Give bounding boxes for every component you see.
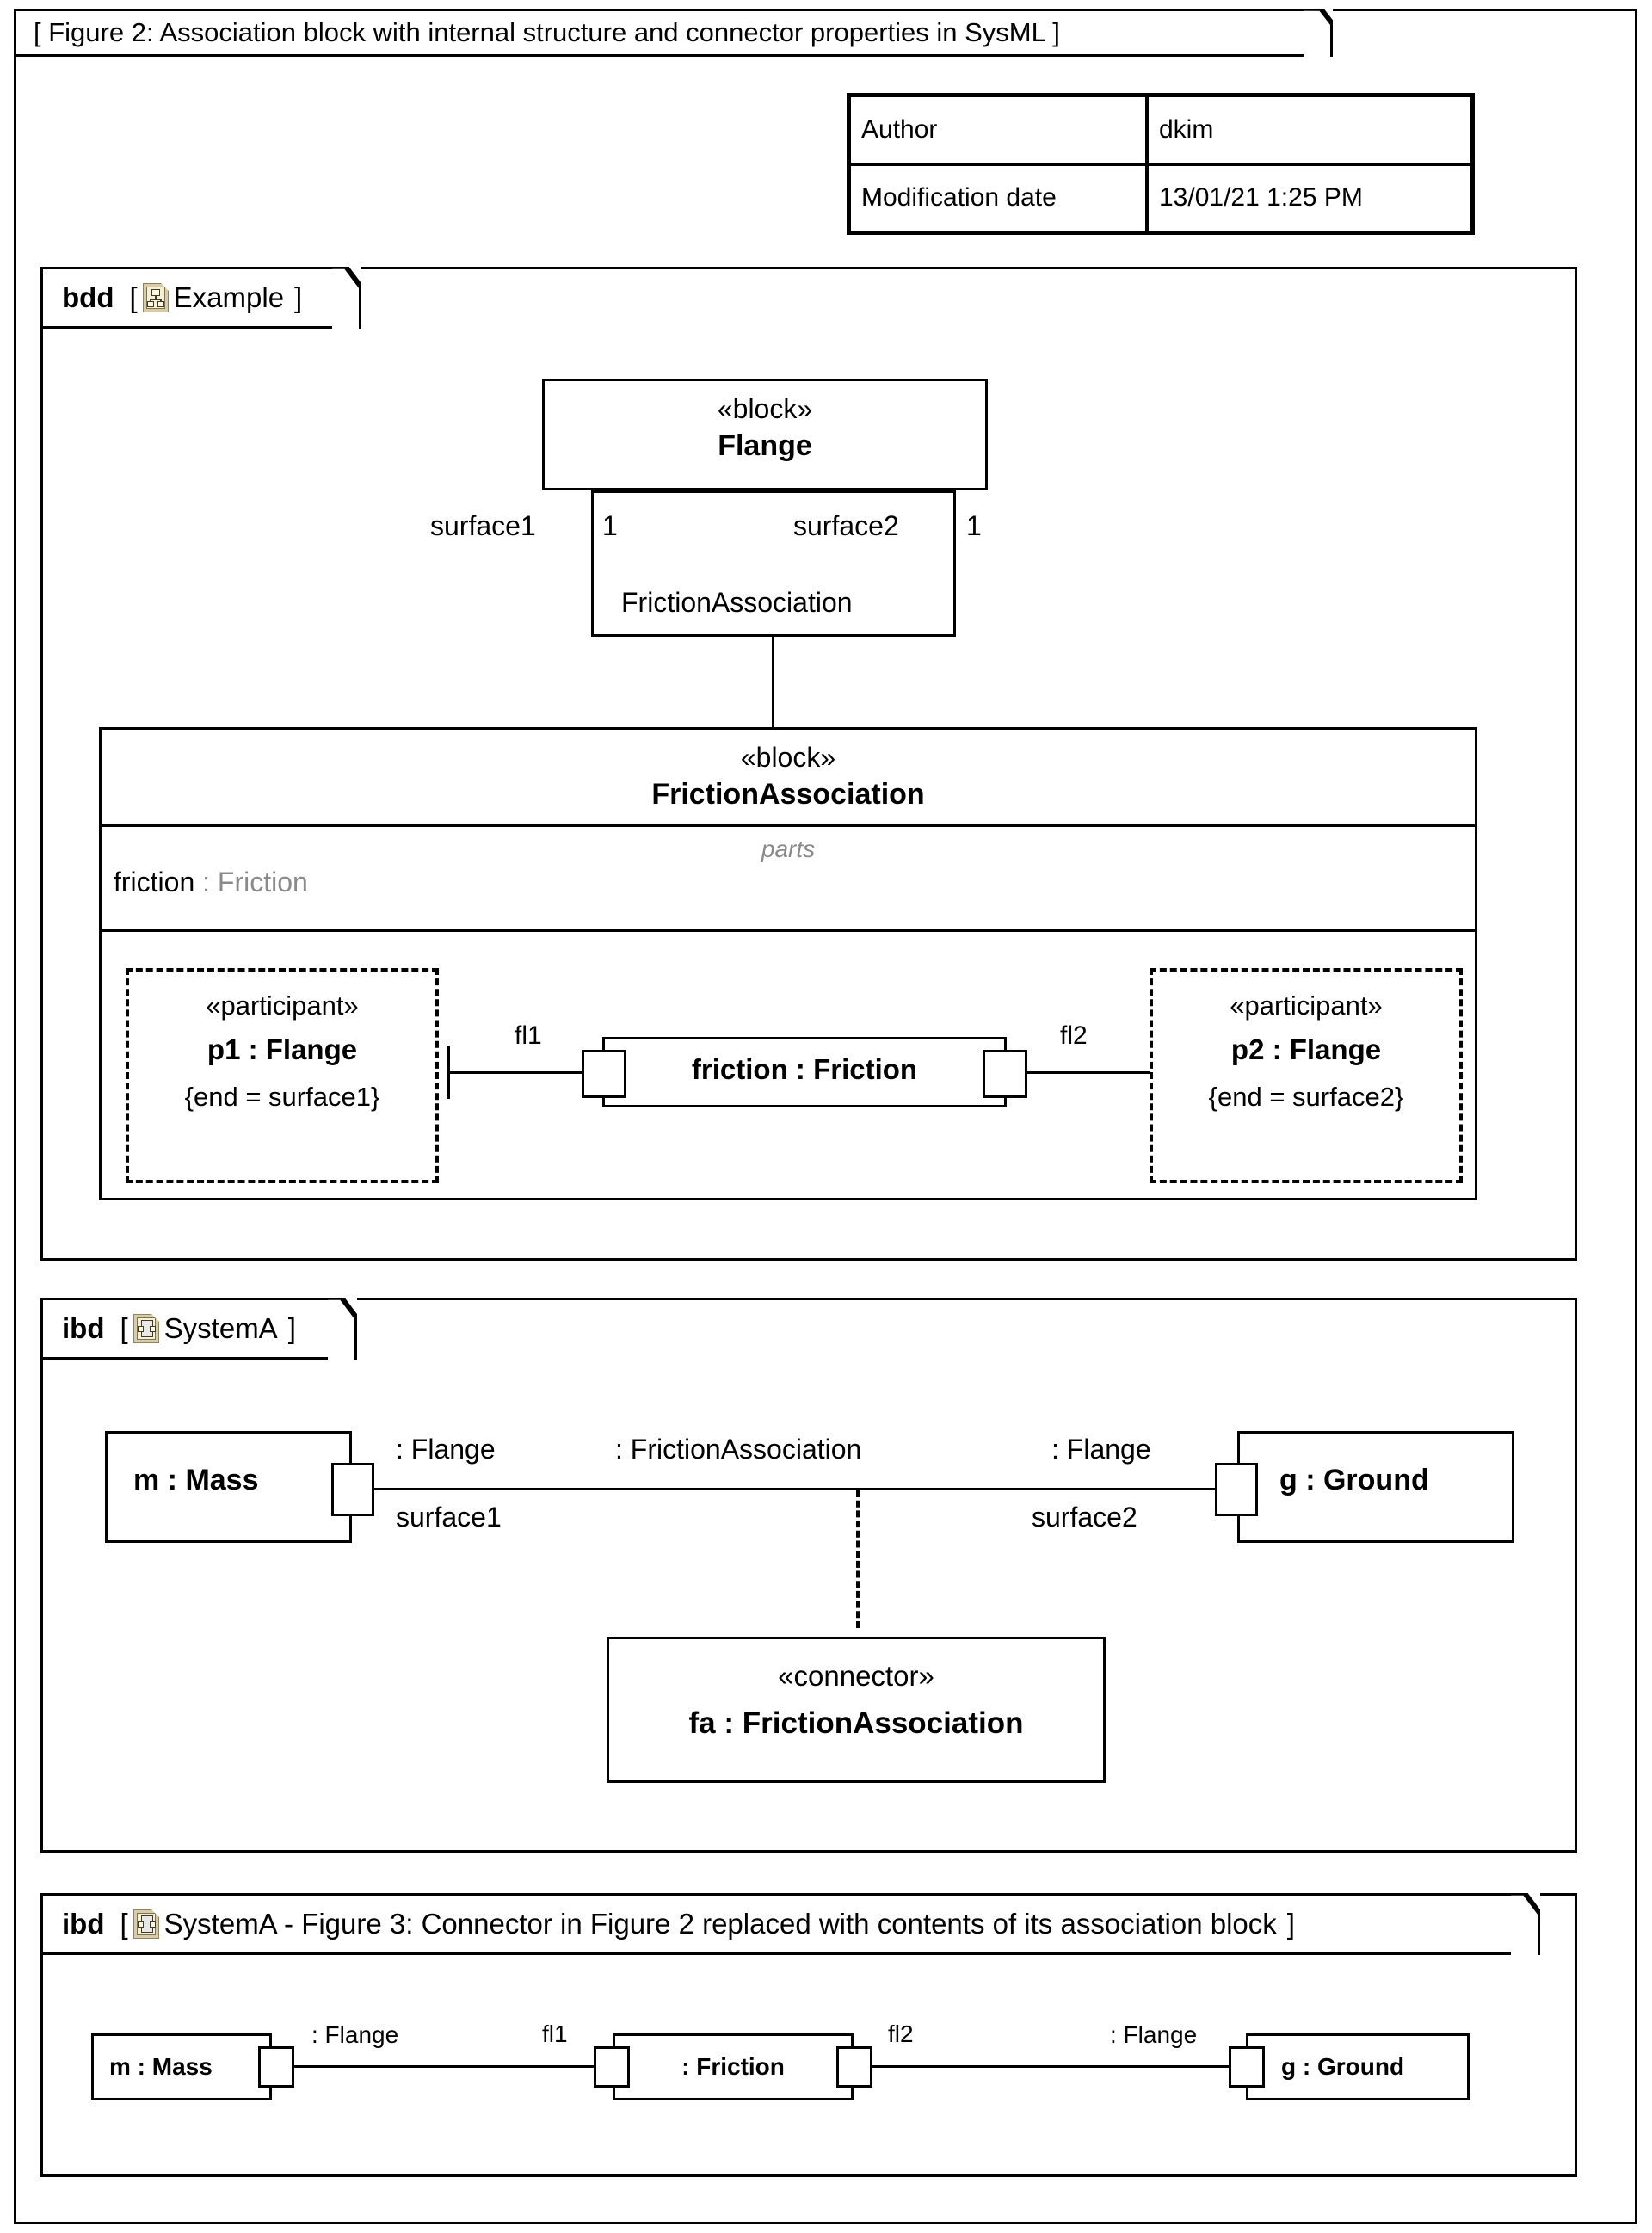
friction-association-stereotype: «block» xyxy=(740,742,836,773)
bdd-diagram-icon xyxy=(142,283,169,312)
expanded-ground-part-box[interactable]: g : Ground xyxy=(1246,2033,1470,2100)
expanded-ground-port[interactable] xyxy=(1229,2046,1265,2088)
expanded-mass-label: m : Mass xyxy=(109,2053,213,2080)
friction-part-box[interactable]: friction : Friction xyxy=(602,1037,1007,1107)
left-port-type-label: : Flange xyxy=(396,1434,496,1465)
ibd-expanded-tag-kind: ibd xyxy=(62,1908,105,1940)
p1-name: p1 : Flange xyxy=(206,1033,358,1065)
right-port-name-label: surface2 xyxy=(1032,1502,1137,1533)
expanded-fl1-line xyxy=(294,2065,449,2068)
association-end1-multiplicity: 1 xyxy=(602,510,618,541)
ibd-expanded-section-tag: ibd [ SystemA - Figure 3: Connector in F… xyxy=(40,1893,1540,1955)
ground-part-label: g : Ground xyxy=(1279,1464,1429,1496)
participant-p2-box[interactable]: «participant» p2 : Flange {end = surface… xyxy=(1150,968,1463,1183)
expanded-right-port-type: : Flange xyxy=(1110,2021,1198,2048)
parts-compartment: parts friction : Friction xyxy=(102,824,1475,929)
part-property-friction: friction : Friction xyxy=(114,867,308,898)
expanded-fl1-line-2 xyxy=(449,2065,604,2068)
metadata-table: Author dkim Modification date 13/01/21 1… xyxy=(847,93,1475,235)
association-end1-role: surface1 xyxy=(430,510,536,541)
connector-block-name: fa : FrictionAssociation xyxy=(688,1706,1024,1740)
ibd-tag-name: SystemA xyxy=(163,1312,278,1344)
metadata-key-author: Author xyxy=(849,96,1147,164)
bdd-tag-bracket-open: [ xyxy=(129,281,138,313)
part-property-name: friction xyxy=(114,867,195,898)
ibd-diagram-icon xyxy=(133,1314,159,1343)
part-property-type: : Friction xyxy=(194,867,308,898)
mass-flange-port[interactable] xyxy=(331,1463,374,1516)
p1-stereotype: «participant» xyxy=(206,990,359,1021)
flange-block-name: Flange xyxy=(718,429,812,462)
expanded-friction-part-box[interactable]: : Friction xyxy=(613,2033,854,2100)
p2-constraint: {end = surface2} xyxy=(1208,1082,1404,1112)
ibd-diagram-icon xyxy=(133,1909,159,1939)
flange-stereotype: «block» xyxy=(717,393,813,424)
internal-structure-compartment xyxy=(102,929,1475,1200)
metadata-value-author: dkim xyxy=(1147,96,1472,164)
tag-corner-clip xyxy=(328,1298,357,1360)
p1-constraint: {end = surface1} xyxy=(184,1082,380,1112)
fl2-connector-label: fl2 xyxy=(1060,1021,1088,1050)
table-row: Modification date 13/01/21 1:25 PM xyxy=(849,163,1472,232)
ibd-tag-bracket-close: ] xyxy=(287,1312,296,1344)
friction-association-connector-line xyxy=(374,1488,1215,1490)
expanded-fl1-label: fl1 xyxy=(542,2020,568,2047)
expanded-friction-port-left[interactable] xyxy=(594,2046,630,2088)
metadata-key-modification-date: Modification date xyxy=(849,163,1147,232)
connector-type-label: : FrictionAssociation xyxy=(615,1434,862,1465)
expanded-ground-label: g : Ground xyxy=(1281,2053,1405,2080)
connector-block-box[interactable]: «connector» fa : FrictionAssociation xyxy=(607,1637,1106,1783)
expanded-fl2-line xyxy=(872,2065,1229,2068)
bdd-tag-kind: bdd xyxy=(62,281,114,313)
bdd-section-tag: bdd [ Example ] xyxy=(40,267,361,329)
bdd-tag-name: Example xyxy=(173,281,285,313)
friction-part-label: friction : Friction xyxy=(691,1053,918,1085)
table-row: Author dkim xyxy=(849,96,1472,164)
figure-caption-text: [ Figure 2: Association block with inter… xyxy=(34,17,1060,47)
ibd-systema-section-tag: ibd [ SystemA ] xyxy=(40,1298,357,1360)
friction-association-name: FrictionAssociation xyxy=(651,778,925,811)
ground-part-box[interactable]: g : Ground xyxy=(1237,1431,1514,1543)
metadata-value-modification-date: 13/01/21 1:25 PM xyxy=(1147,163,1472,232)
mass-part-box[interactable]: m : Mass xyxy=(105,1431,352,1543)
association-end2-role: surface2 xyxy=(793,510,899,541)
right-port-type-label: : Flange xyxy=(1051,1434,1151,1465)
expanded-mass-part-box[interactable]: m : Mass xyxy=(91,2033,272,2100)
bdd-tag-bracket-close: ] xyxy=(294,281,303,313)
ground-flange-port[interactable] xyxy=(1215,1463,1258,1516)
connector-property-dashed-line xyxy=(856,1490,860,1628)
ibd-tag-kind: ibd xyxy=(62,1312,105,1344)
fl2-connector-line xyxy=(1027,1071,1180,1074)
participant-p1-box[interactable]: «participant» p1 : Flange {end = surface… xyxy=(126,968,439,1183)
fl1-connector-label: fl1 xyxy=(515,1021,542,1050)
association-block-link-line xyxy=(772,637,774,727)
tag-corner-clip xyxy=(1304,9,1333,57)
expanded-left-port-type: : Flange xyxy=(311,2021,399,2048)
p2-stereotype: «participant» xyxy=(1230,990,1383,1021)
expanded-friction-port-right[interactable] xyxy=(836,2046,872,2088)
expanded-friction-label: : Friction xyxy=(681,2053,785,2080)
ibd-expanded-tag-name: SystemA - Figure 3: Connector in Figure … xyxy=(163,1908,1277,1940)
tag-corner-clip xyxy=(1511,1893,1540,1955)
expanded-fl2-label: fl2 xyxy=(888,2020,914,2047)
parts-compartment-label: parts xyxy=(761,836,816,862)
ibd-expanded-tag-bracket-open: [ xyxy=(120,1908,128,1940)
friction-part-port-right[interactable] xyxy=(983,1050,1027,1098)
association-end2-multiplicity: 1 xyxy=(966,510,982,541)
fl1-connector-line xyxy=(447,1071,601,1074)
ibd-expanded-tag-bracket-close: ] xyxy=(1286,1908,1295,1940)
ibd-tag-bracket-open: [ xyxy=(120,1312,128,1344)
figure-caption-tag: [ Figure 2: Association block with inter… xyxy=(14,9,1333,57)
mass-part-label: m : Mass xyxy=(133,1464,259,1496)
connector-stereotype: «connector» xyxy=(778,1660,934,1692)
flange-block[interactable]: «block» Flange xyxy=(542,379,988,490)
p2-name: p2 : Flange xyxy=(1230,1033,1382,1065)
association-name: FrictionAssociation xyxy=(621,587,853,618)
tag-corner-clip xyxy=(332,267,361,329)
expanded-mass-port[interactable] xyxy=(258,2046,294,2088)
left-port-name-label: surface1 xyxy=(396,1502,502,1533)
friction-part-port-left[interactable] xyxy=(582,1050,626,1098)
friction-association-link-box[interactable] xyxy=(591,490,956,637)
